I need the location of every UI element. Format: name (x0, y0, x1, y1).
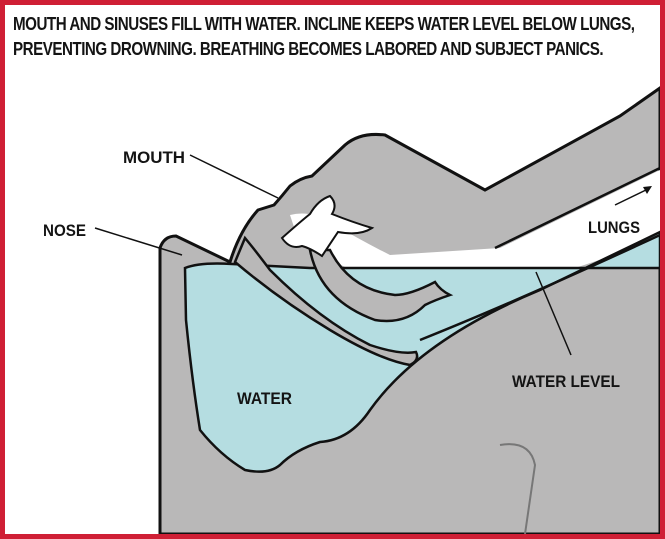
diagram-caption: MOUTH AND SINUSES FILL WITH WATER. INCLI… (13, 13, 635, 59)
air-pocket (280, 194, 375, 258)
mouth-leader-line (189, 154, 279, 199)
ear-mark (499, 443, 537, 534)
nose-leader-line (94, 227, 183, 256)
water-level-leader-line (535, 271, 572, 356)
label-water: WATER (237, 389, 292, 408)
trachea-upper (494, 166, 660, 250)
label-mouth: MOUTH (123, 148, 185, 167)
lungs-arrow-icon (643, 186, 652, 194)
lungs-arrow-line (614, 187, 651, 206)
label-lungs: LUNGS (588, 218, 640, 237)
palate (308, 248, 454, 323)
trachea-lower (419, 233, 660, 342)
tongue (233, 235, 419, 367)
waterboarding-cross-section: MOUTH NOSE LUNGS WATER WATER LEVEL (43, 86, 660, 534)
label-nose: NOSE (43, 221, 86, 240)
label-water-level: WATER LEVEL (512, 372, 620, 391)
